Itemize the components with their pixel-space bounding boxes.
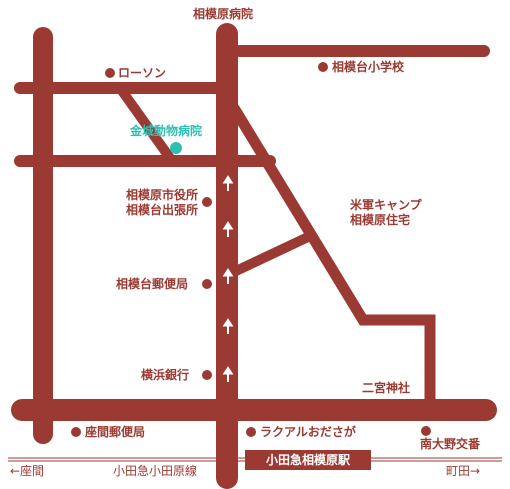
us-army-housing-label-line1: 米軍キャンプ xyxy=(350,198,422,212)
post-office-sagamidai-label: 相模台郵便局 xyxy=(116,277,189,291)
zama-post-office-label: 座間郵便局 xyxy=(85,425,146,439)
city-office-label: 相模原市役所 相模台出張所 xyxy=(110,188,198,218)
kaneshiro-vet-label[interactable]: 金城動物病院 xyxy=(130,124,203,138)
up-arrow-icon xyxy=(222,175,234,191)
landmark-dot-icon xyxy=(105,68,115,78)
to-zama-label: ←座間 xyxy=(10,464,45,478)
up-arrow-icon xyxy=(222,318,234,334)
landmark-dot-icon xyxy=(318,62,328,72)
laquale-odasaga-label: ラクアルおださが xyxy=(260,425,356,439)
landmark-dot-icon xyxy=(202,370,212,380)
vet-landmark-dot-icon xyxy=(170,142,182,154)
up-arrow-icon xyxy=(222,268,234,284)
landmark-dot-icon xyxy=(202,197,212,207)
to-machida-label: 町田→ xyxy=(446,464,481,478)
city-office-label-line1: 相模原市役所 xyxy=(125,188,198,202)
landmark-dot-icon xyxy=(421,426,431,436)
up-arrow-icon xyxy=(222,221,234,237)
minami-ono-koban-label: 南大野交番 xyxy=(420,437,481,451)
branch-road xyxy=(233,232,311,276)
us-army-housing-label: 米軍キャンプ 相模原住宅 xyxy=(350,198,422,228)
ninomiya-shrine-label: 二宮神社 xyxy=(362,381,411,395)
landmark-dot-icon xyxy=(202,279,212,289)
diagonal-road-east xyxy=(229,105,436,402)
landmark-dot-icon xyxy=(71,427,81,437)
city-office-label-line2: 相模台出張所 xyxy=(125,203,198,217)
elementary-school-label: 相模台小学校 xyxy=(332,60,405,74)
us-army-housing-label-line2: 相模原住宅 xyxy=(350,213,411,227)
landmark-dot-icon xyxy=(246,427,256,437)
railway-line-label: 小田急小田原線 xyxy=(113,464,198,478)
hospital-north-label: 相模原病院 xyxy=(193,7,254,21)
station-sign[interactable]: 小田急相模原駅 xyxy=(245,450,371,470)
lawson-label: ローソン xyxy=(118,66,167,80)
up-arrow-icon xyxy=(222,366,234,382)
yokohama-bank-label: 横浜銀行 xyxy=(141,368,190,382)
diagonal-road-west xyxy=(115,85,175,161)
